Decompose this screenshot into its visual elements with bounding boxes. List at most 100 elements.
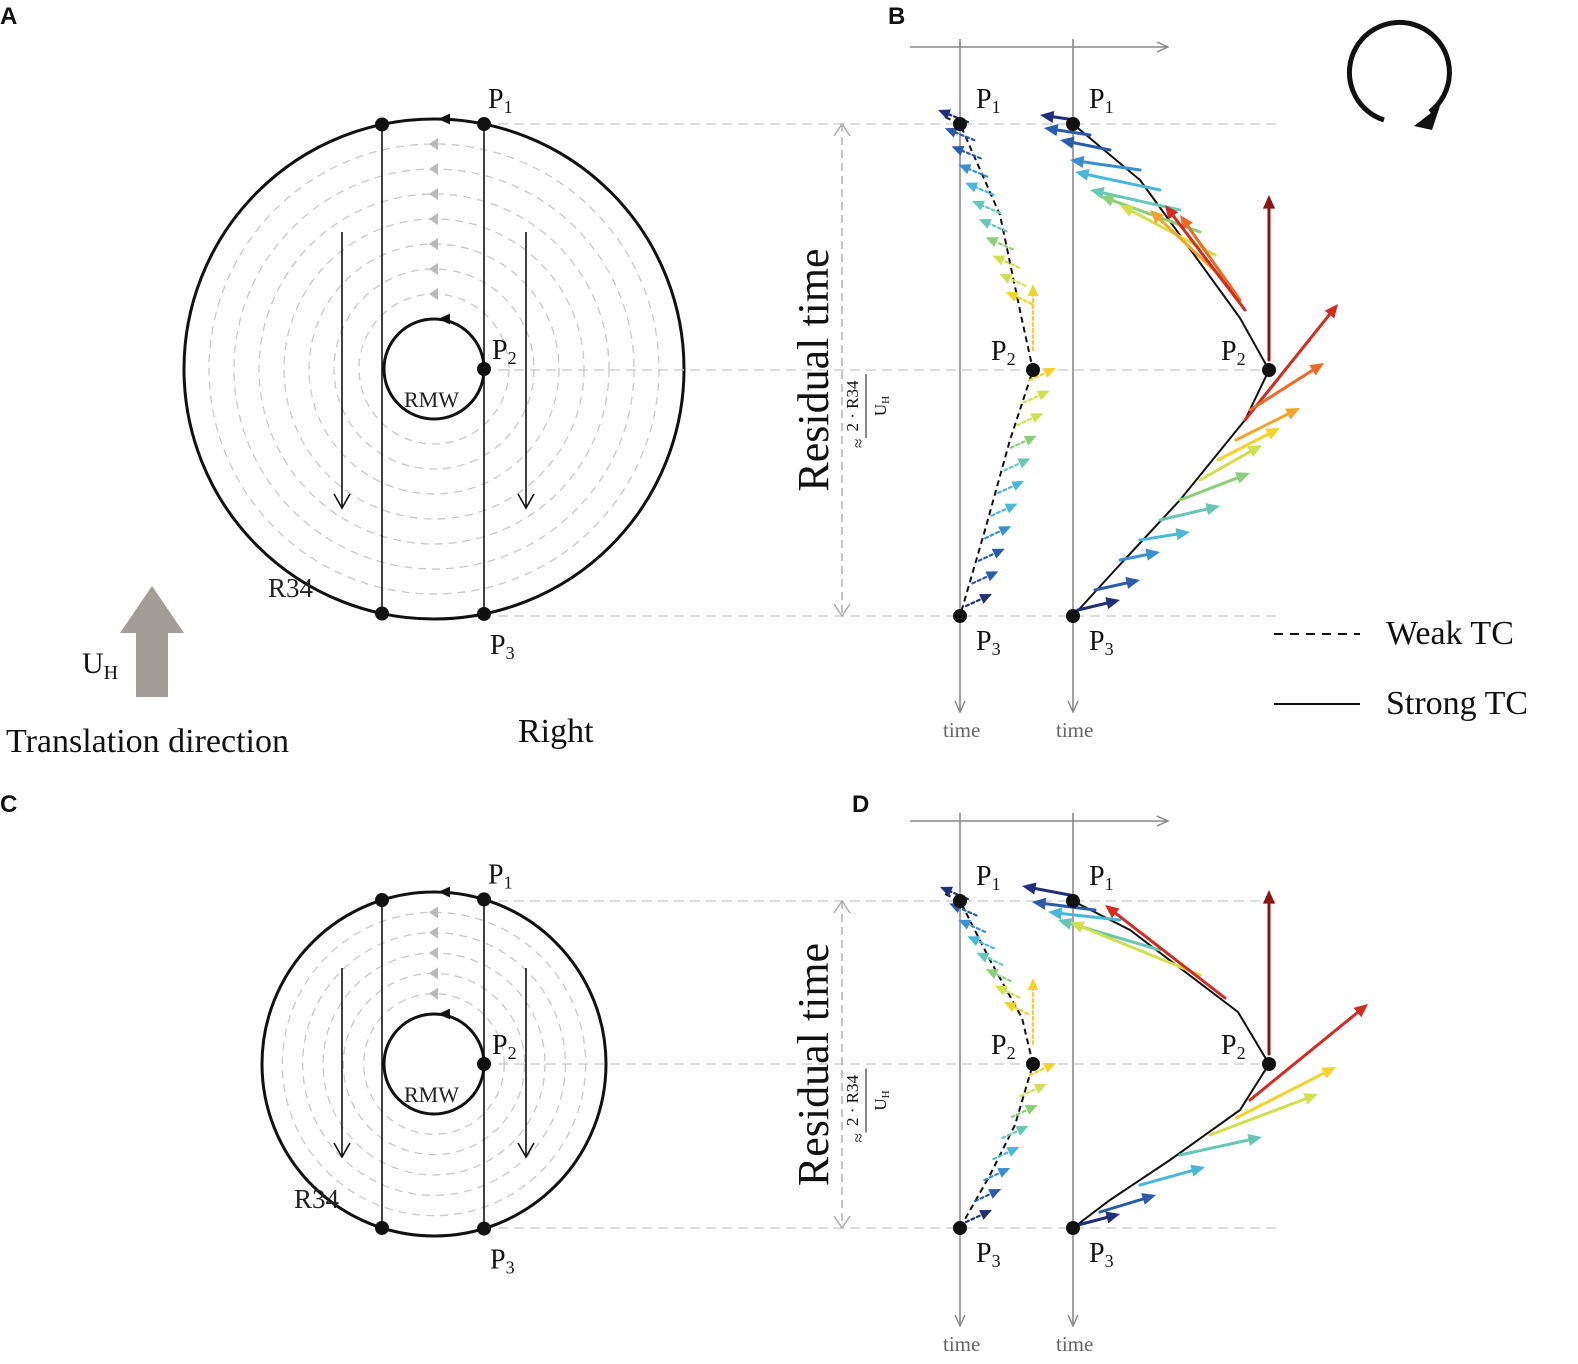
- strong-wind-arrow-head: [1141, 1193, 1156, 1205]
- track-end-dot: [375, 606, 389, 621]
- strong-wind-arrow: [1084, 172, 1162, 192]
- strong-wind-arrow-head: [1125, 576, 1140, 589]
- flow-chevron-icon: [429, 138, 438, 150]
- residual-bracket-top-icon: [833, 122, 851, 137]
- fraction-numerator: 2 · R34: [843, 380, 862, 432]
- weak-wind-arrow-head: [972, 200, 985, 211]
- weak-wind-arrow: [993, 972, 1012, 983]
- weak-wind-arrow-head: [985, 969, 999, 980]
- weak-wind-arrow-head: [976, 952, 990, 963]
- weak-wind-arrow-head: [1011, 481, 1024, 491]
- weak-wind-arrow-head: [938, 109, 951, 120]
- strong-p1-dot: [1066, 894, 1080, 908]
- strong-wind-arrow-head: [1075, 168, 1090, 181]
- strong-wind-arrow: [1138, 1168, 1197, 1187]
- weak-wind-arrow-head: [1043, 368, 1056, 378]
- strong-wind-arrow: [1076, 601, 1111, 612]
- p2-dot: [477, 362, 491, 376]
- weak-wind-arrow-head: [967, 936, 981, 947]
- strong-wind-arrow: [1243, 310, 1333, 422]
- flow-chevron-icon: [429, 213, 438, 225]
- strong-wind-arrow-head: [1120, 205, 1135, 217]
- fraction-denominator: UH: [871, 1090, 892, 1110]
- r34-circle: [260, 890, 608, 1238]
- strong-wind-arrow: [1248, 1009, 1362, 1102]
- strong-wind-arrow: [1234, 411, 1292, 442]
- weak-wind-arrow-head: [1023, 435, 1037, 446]
- weak-p2-label: P2: [991, 336, 1016, 369]
- strong-wind-arrow: [1093, 580, 1131, 592]
- weak-wind-arrow: [1001, 1128, 1022, 1140]
- time-label: time: [943, 718, 980, 742]
- flow-chevron-icon: [429, 238, 438, 250]
- weak-wind-arrow: [1019, 1086, 1040, 1098]
- strong-p3-label: P3: [1089, 1238, 1114, 1271]
- residual-time-label: Residual time: [789, 943, 838, 1186]
- strong-wind-arrow: [1053, 128, 1092, 137]
- weak-wind-arrow: [952, 130, 976, 142]
- strong-p1-label: P1: [1089, 84, 1114, 117]
- strong-wind-arrow-head: [1247, 1133, 1262, 1146]
- weak-wind-arrow-head: [978, 219, 992, 229]
- rmw-label: RMW: [404, 1082, 459, 1107]
- weak-wind-arrow: [1022, 393, 1043, 404]
- strong-wind-arrow-head: [1100, 194, 1115, 207]
- strong-wind-arrow-head: [1262, 890, 1276, 904]
- weak-wind-arrow-head: [965, 182, 979, 193]
- strong-wind-arrow: [1248, 367, 1317, 412]
- strong-wind-arrow-head: [1265, 428, 1280, 440]
- strong-p2-dot: [1262, 363, 1276, 377]
- weak-tc-profile: [944, 893, 1035, 1229]
- weak-wind-arrow: [966, 167, 989, 178]
- strong-wind-arrow-head: [1180, 215, 1193, 230]
- strong-wind-arrow: [1118, 552, 1151, 562]
- strong-wind-arrow-head: [1048, 907, 1063, 920]
- strong-wind-arrow-head: [1105, 597, 1120, 610]
- time-label: time: [943, 1332, 980, 1356]
- strong-wind-arrow: [1158, 506, 1211, 522]
- weak-wind-arrow: [964, 1212, 985, 1224]
- weak-p3-label: P3: [976, 1238, 1001, 1271]
- motion-arrow-left-head: [333, 1142, 351, 1159]
- strong-wind-arrow: [1079, 160, 1142, 172]
- strong-wind-arrow: [1031, 886, 1077, 898]
- motion-arrow-right-head: [517, 493, 535, 510]
- flow-chevron-icon: [429, 188, 438, 200]
- strong-wind-arrow: [1076, 1215, 1111, 1227]
- weak-wind-arrow-head: [985, 571, 999, 582]
- strong-wind-arrow: [1041, 901, 1097, 912]
- weak-wind-arrow: [964, 596, 985, 608]
- strong-wind-arrow-head: [1058, 917, 1073, 930]
- strong-wind-arrow-head: [1235, 472, 1250, 484]
- time-label: time: [1056, 1332, 1093, 1356]
- strong-wind-arrow: [1170, 212, 1247, 312]
- weak-wind-arrow: [992, 1149, 1012, 1161]
- weak-p2-dot: [1026, 1057, 1040, 1071]
- p3-label: P3: [490, 1245, 515, 1278]
- flow-chevron-icon: [429, 947, 438, 959]
- weak-wind-arrow-head: [992, 255, 1006, 266]
- track-start-dot: [375, 117, 389, 132]
- weak-wind-arrow-head: [1027, 284, 1039, 296]
- strong-wind-arrow: [1078, 924, 1202, 977]
- strong-wind-arrow: [1098, 1196, 1148, 1214]
- strong-wind-arrow-head: [1022, 882, 1037, 895]
- strong-wind-arrow-head: [1032, 897, 1047, 910]
- strong-tc-profile: [1072, 900, 1271, 1229]
- strong-wind-arrow-head: [1353, 1004, 1368, 1018]
- weak-wind-arrow-head: [958, 164, 972, 175]
- weak-wind-arrow: [986, 221, 1008, 233]
- weak-wind-arrow: [990, 506, 1011, 517]
- weak-wind-arrow-head: [944, 127, 958, 138]
- p1-label: P1: [488, 84, 513, 117]
- approx-sign: ≈: [849, 439, 868, 448]
- weak-wind-arrow-head: [1043, 1063, 1056, 1073]
- weak-wind-arrow: [956, 906, 978, 917]
- strong-p3-label: P3: [1089, 626, 1114, 659]
- residual-time-label: Residual time: [789, 248, 838, 491]
- strong-wind-arrow: [1138, 532, 1181, 542]
- rotation-icon: [1346, 20, 1452, 130]
